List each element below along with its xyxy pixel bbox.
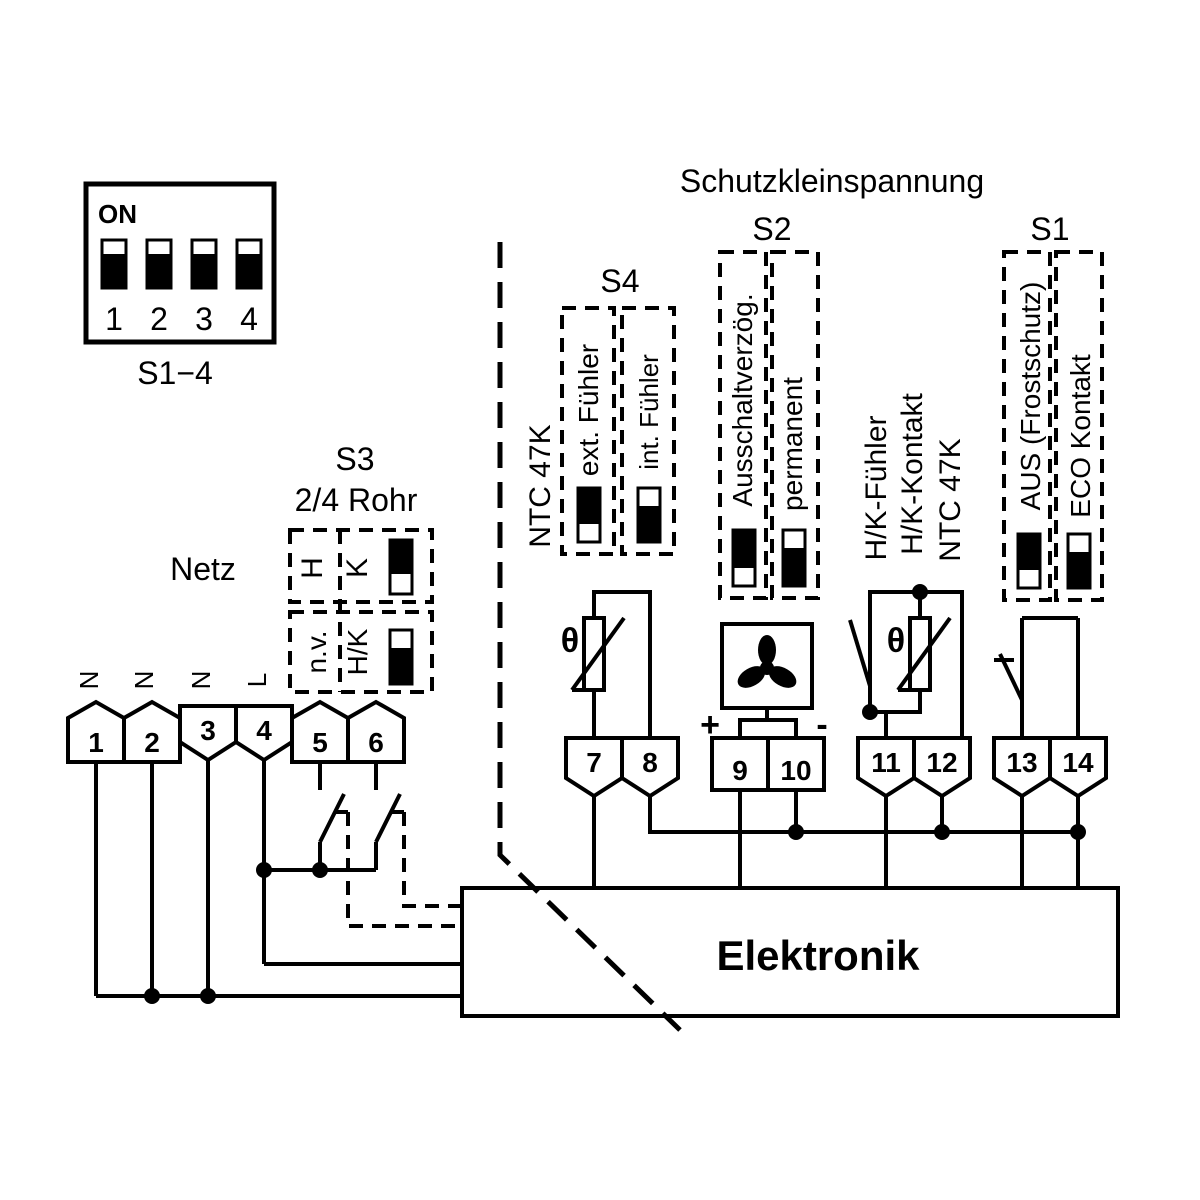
ntc-47k-left-label: NTC 47K [524,424,557,547]
terminals-netz: 1 2 3 4 5 6 [66,699,406,764]
terminal-6: 6 [368,727,384,758]
switch-s2: S2 Ausschaltverzög. permanent [718,211,820,600]
dip-on-label: ON [98,199,137,229]
aus-frostschutz-label: AUS (Frostschutz) [1015,282,1046,511]
s3-bottom-switch [388,628,414,686]
dip-number-4: 4 [240,301,258,337]
s3-subtitle: 2/4 Rohr [295,482,418,518]
dip-number-1: 1 [105,301,123,337]
permanent-label: permanent [777,377,808,511]
wire-label-1: N [74,671,104,690]
s3-hk-label: H/K [342,628,373,675]
dip-switch-4 [235,238,263,290]
ntc-47k-right-label: NTC 47K [934,438,967,561]
ext-fuehler-label: ext. Fühler [573,344,604,476]
terminal-9: 9 [732,755,748,786]
dip-number-3: 3 [195,301,213,337]
ausschaltverzoeg-label: Ausschaltverzög. [727,293,758,506]
s3-title: S3 [335,441,374,477]
voltage-separator-line [497,242,682,1032]
s1-aus-switch [1016,532,1042,590]
minus-sign: - [816,706,827,744]
terminal-2: 2 [144,727,160,758]
theta-symbol-left: θ [561,622,579,660]
terminal-11: 11 [871,747,901,778]
netz-label: Netz [170,551,236,587]
dip-caption: S1−4 [137,355,213,391]
dip-switch-block: ON 1 2 3 4 S1−4 [83,181,277,391]
s4-title: S4 [600,263,639,299]
s3-top-switch [388,538,414,596]
terminal-10: 10 [780,755,811,786]
terminal-1: 1 [88,727,104,758]
s2-title: S2 [752,211,791,247]
eco-kontakt-label: ECO Kontakt [1065,354,1096,518]
header-schutzkleinspannung: Schutzkleinspannung [680,163,984,199]
terminal-8: 8 [642,747,658,778]
dip-number-2: 2 [150,301,168,337]
terminal-5: 5 [312,727,328,758]
terminal-13: 13 [1006,747,1037,778]
wire-label-4: L [242,673,272,687]
terminals-low-voltage: 7 8 9 10 11 12 13 14 [564,736,1108,799]
eco-contact [994,616,1086,888]
s3-h-label: H [296,557,329,579]
s3-nv-label: n.v. [301,630,332,673]
terminal-12: 12 [926,747,957,778]
s1-title: S1 [1030,211,1069,247]
dip-switch-2 [145,238,173,290]
s1-eco-switch [1066,532,1092,590]
elektronik-label: Elektronik [716,932,920,979]
switch-s3: S3 2/4 Rohr Netz H K n.v. H/K [170,441,434,694]
int-fuehler-label: int. Fühler [634,354,664,470]
hk-kontakt-label: H/K-Kontakt [896,392,929,554]
wire-label-3: N [186,671,216,690]
hk-fuehler-label: H/K-Fühler [860,415,893,560]
mains-wiring [94,760,462,1004]
elektronik-box [460,886,1120,1018]
s3-k-label: K [341,558,374,578]
terminal-7: 7 [586,747,602,778]
terminal-3: 3 [200,715,216,746]
s2-ausschalt-switch [731,528,757,588]
theta-symbol-right: θ [887,622,905,660]
switch-s1: S1 AUS (Frostschutz) ECO Kontakt [1002,211,1104,602]
dip-switch-3 [190,238,218,290]
plus-sign: + [700,706,720,744]
dip-switch-1 [100,238,128,290]
fan-icon [737,635,797,688]
s4-ext-switch [576,486,602,544]
s2-permanent-switch [781,528,807,588]
terminal-14: 14 [1062,747,1094,778]
fan-motor: + - [700,622,828,888]
wire-label-2: N [129,671,159,690]
s4-int-switch [636,486,662,544]
switch-s4: S4 NTC 47K ext. Fühler int. Fühler [524,263,676,556]
hk-contact-sensor: θ [848,584,964,888]
terminal-4: 4 [256,715,272,746]
